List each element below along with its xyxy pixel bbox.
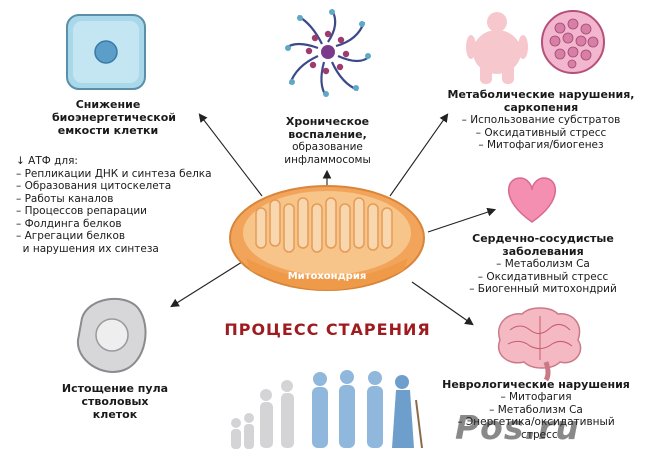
- aging-process-caption: ПРОЦЕСС СТАРЕНИЯ: [224, 320, 431, 339]
- list-item: – Оксидативный стресс: [477, 270, 609, 283]
- aging-figures-icon: [231, 370, 423, 449]
- list-item: – Митофагия/биогенез: [478, 139, 604, 151]
- neuro-title: Неврологические нарушения: [442, 378, 630, 391]
- inflammasome-icon: [285, 9, 371, 97]
- list-item: – Процессов репарации: [16, 205, 147, 217]
- atp-heading: ↓ АТФ для:: [16, 155, 78, 167]
- metabolic-title-line: саркопения: [503, 101, 579, 114]
- arrow-to-neuro: [411, 281, 474, 326]
- list-item: – Метаболизм Ca: [496, 258, 590, 270]
- list-item: и нарушения их синтеза: [16, 242, 159, 255]
- energy-title: Снижение биоэнергетической емкости клетк…: [52, 98, 176, 137]
- list-item: – Фолдинга белков: [16, 217, 122, 230]
- inflammation-title-line: Хроническое: [285, 115, 370, 128]
- atp-list: – Репликации ДНК и синтеза белка – Образ…: [16, 168, 212, 256]
- metabolic-block: Метаболические нарушения, саркопения – И…: [446, 88, 636, 152]
- energy-title-line: Снижение: [75, 98, 141, 111]
- heart-icon: [507, 177, 557, 223]
- list-item: – Образования цитоскелета: [16, 180, 172, 192]
- list-item: – Оксидативный стресс: [475, 126, 607, 139]
- muscle-tissue-icon: [541, 10, 605, 74]
- obese-person-icon: [466, 12, 528, 84]
- list-item: – Метаболизм Ca: [489, 403, 583, 416]
- cardio-block: Сердечно-сосудистые заболевания – Метабо…: [448, 232, 638, 296]
- list-item: – Митофагия: [500, 391, 572, 403]
- inflammation-block: Хроническое воспаление, образование инфл…: [270, 115, 385, 166]
- energy-title-line: биоэнергетической: [52, 111, 176, 124]
- neuro-block: Неврологические нарушения – Митофагия – …: [436, 378, 636, 441]
- metabolic-title-line: Метаболические нарушения,: [447, 88, 635, 101]
- list-item: – Энергетика/оксидативный: [457, 416, 615, 428]
- inflammation-detail-line: инфламмосомы: [284, 153, 371, 166]
- mitochondrion-label: Митохондрия: [287, 271, 367, 282]
- list-item: – Работы каналов: [16, 192, 114, 205]
- list-item: – Биогенный митохондрий: [469, 283, 617, 295]
- brain-icon: [497, 307, 582, 382]
- arrow-to-cardio: [427, 207, 497, 233]
- arrow-to-stem: [170, 261, 243, 308]
- atp-block: ↓ АТФ для: – Репликации ДНК и синтеза бе…: [16, 155, 212, 255]
- list-item: стресс: [514, 428, 558, 441]
- watermark: Pos.ru: [455, 408, 580, 447]
- list-item: – Репликации ДНК и синтеза белка: [16, 167, 212, 180]
- energy-title-line: емкости клетки: [57, 124, 159, 137]
- arrow-to-metabolic: [389, 113, 449, 197]
- stem-title-line: стволовых клеток: [81, 395, 149, 421]
- cardio-title-line: Сердечно-сосудистые: [472, 232, 614, 245]
- list-item: – Агрегации белков: [16, 230, 126, 242]
- stem-block: Истощение пула стволовых клеток: [60, 382, 170, 421]
- stem-title-line: Истощение пула: [61, 382, 169, 395]
- mitochondrion-icon: [229, 185, 425, 291]
- arrows: [170, 113, 497, 326]
- stem-cell-icon: [76, 298, 147, 373]
- inflammation-title-line: воспаление,: [288, 128, 367, 141]
- cardio-title-line: заболевания: [502, 245, 584, 258]
- cell-icon: [66, 14, 146, 90]
- arrow-to-energy: [198, 113, 263, 197]
- inflammation-detail-line: образование: [292, 141, 363, 153]
- list-item: – Использование субстратов: [461, 114, 621, 126]
